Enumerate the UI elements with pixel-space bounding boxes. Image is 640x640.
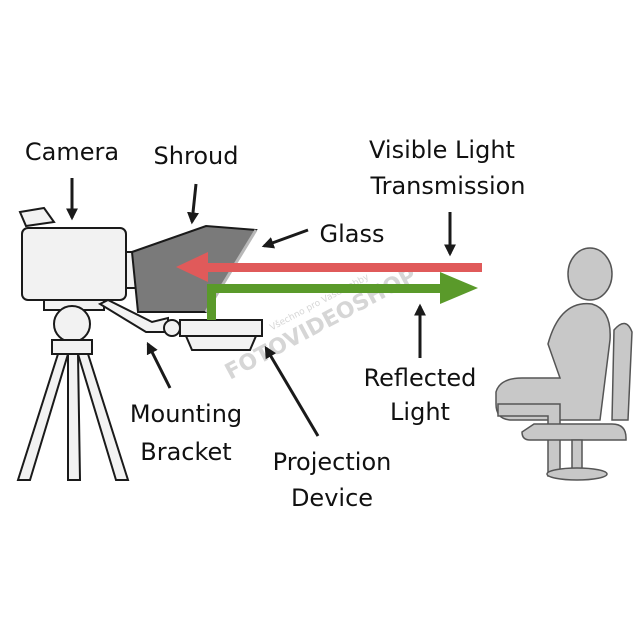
mounting-bracket-label-line2: Bracket <box>140 438 231 466</box>
mounting-bracket-label-line1: Mounting <box>130 400 242 428</box>
visible-light-label-line1: Visible Light <box>369 136 515 164</box>
seated-person-icon <box>495 247 633 481</box>
projection-device-label-line1: Projection <box>273 448 392 476</box>
reflected-light-beam <box>207 272 478 320</box>
projection-device-arrow <box>264 345 320 437</box>
camera-label: Camera <box>25 138 119 166</box>
label-arrows <box>66 178 456 437</box>
glass-arrow <box>261 228 309 249</box>
projection-device-label-line2: Device <box>291 484 373 512</box>
shroud-label: Shroud <box>154 142 239 170</box>
projection-device <box>179 319 263 351</box>
mounting-bracket-arrow <box>146 341 172 389</box>
visible-light-label-line2: Transmission <box>369 172 525 200</box>
labels: Camera Shroud Glass Visible Light Transm… <box>25 136 526 512</box>
reflected-light-label-line1: Reflected <box>364 364 477 392</box>
visible-light-beam <box>176 252 482 282</box>
glass-label: Glass <box>320 220 385 248</box>
mounting-bracket <box>97 298 181 337</box>
tripod-icon <box>16 297 130 481</box>
camera-icon <box>18 206 163 301</box>
shroud-arrow <box>187 183 199 225</box>
reflected-light-label-line2: Light <box>390 398 450 426</box>
